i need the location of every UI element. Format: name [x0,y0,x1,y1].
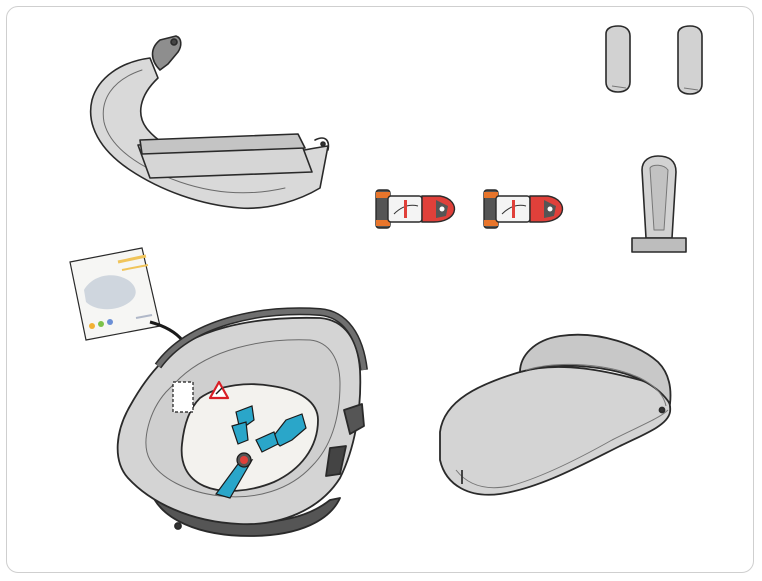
harness-straps [215,405,307,499]
warning-icon [208,380,230,400]
label-position-marker [172,381,194,413]
